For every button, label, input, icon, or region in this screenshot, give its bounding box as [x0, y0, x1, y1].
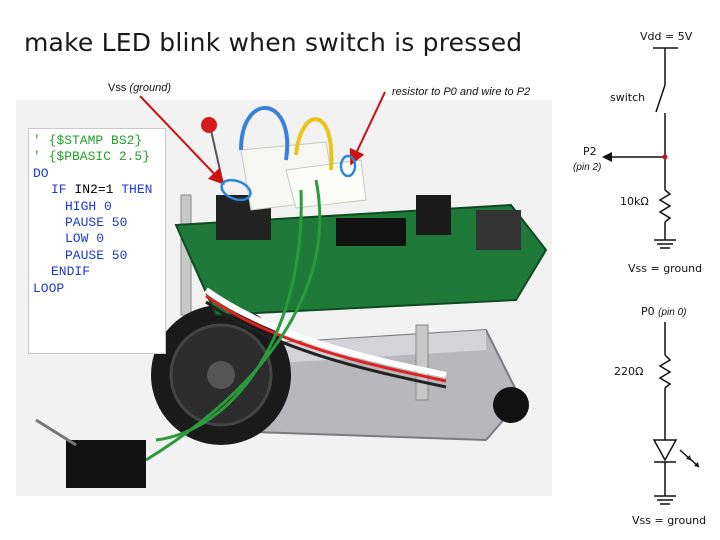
code-line: HIGH 0 — [65, 198, 112, 214]
code-line: LOOP — [33, 280, 65, 296]
resistor-220 — [658, 354, 672, 389]
p0-label: P0 (pin 0) — [641, 305, 687, 318]
code-listing: ' {$STAMP BS2} ' {$PBASIC 2.5} DO IF IN2… — [28, 128, 166, 354]
vss-annotation: Vss (ground) — [108, 82, 171, 94]
code-line: PAUSE 50 — [65, 215, 128, 231]
resistor-annotation: resistor to P0 and wire to P2 — [392, 86, 531, 98]
arrow-resistor — [349, 91, 386, 166]
code-line: ENDIF — [51, 264, 91, 280]
p2-pin-label: (pin 2) — [573, 162, 602, 173]
code-line: DO — [33, 165, 49, 181]
r10k-label: 10kΩ — [620, 195, 649, 208]
code-line: PAUSE 50 — [65, 247, 128, 263]
switch-symbol — [655, 84, 666, 113]
r220-label: 220Ω — [614, 365, 644, 378]
page-title: make LED blink when switch is pressed — [24, 28, 523, 57]
highlight-p2 — [339, 154, 357, 178]
code-line: LOW 0 — [65, 231, 105, 247]
vdd-label: Vdd = 5V — [640, 30, 693, 43]
highlight-ground — [220, 178, 252, 202]
code-line: ' {$STAMP BS2} — [33, 133, 143, 148]
vss-ground-label: Vss = ground — [628, 262, 703, 275]
switch-label: switch — [610, 91, 646, 104]
p2-arrow — [602, 152, 612, 162]
arrow-vss — [139, 95, 225, 185]
p2-label: P2 — [583, 145, 597, 158]
resistor-10k — [658, 189, 672, 223]
led-symbol — [652, 439, 678, 462]
p2-node — [662, 154, 668, 160]
led-circuit — [652, 322, 700, 505]
code-line: ' {$PBASIC 2.5} — [33, 149, 151, 165]
code-line: IF IN2=1 THEN — [51, 182, 153, 198]
switch-circuit — [610, 47, 678, 249]
vss-ground-label-2: Vss = ground — [632, 514, 707, 527]
